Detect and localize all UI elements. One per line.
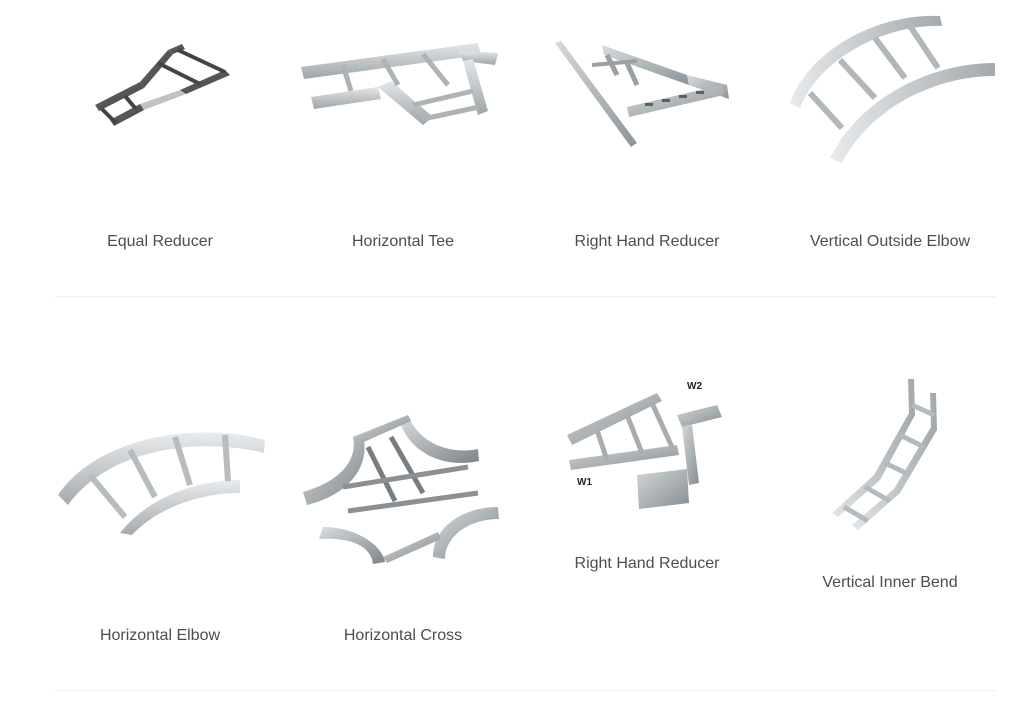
product-name[interactable]: Equal Reducer bbox=[107, 233, 213, 250]
vertical-outside-elbow-icon[interactable] bbox=[770, 8, 1010, 168]
horizontal-elbow-icon[interactable] bbox=[40, 425, 280, 535]
width-label-w1: W1 bbox=[577, 477, 592, 488]
vertical-inner-bend-icon[interactable] bbox=[770, 375, 1010, 535]
row-divider bbox=[55, 296, 995, 297]
product-name[interactable]: Vertical Inner Bend bbox=[822, 574, 958, 591]
horizontal-tee-icon[interactable] bbox=[283, 25, 523, 150]
product-row-2: Horizontal Elbow bbox=[0, 297, 1024, 690]
width-label-w2: W2 bbox=[687, 381, 702, 392]
product-name[interactable]: Horizontal Tee bbox=[352, 233, 454, 250]
right-hand-reducer-w-icon[interactable]: W1 W2 bbox=[527, 375, 767, 515]
product-name[interactable]: Horizontal Elbow bbox=[99, 627, 221, 644]
equal-reducer-icon[interactable] bbox=[40, 30, 280, 140]
row-divider bbox=[55, 690, 995, 691]
product-name[interactable]: Horizontal Cross bbox=[343, 627, 463, 644]
product-name[interactable]: Right Hand Reducer bbox=[574, 233, 720, 250]
horizontal-cross-icon[interactable] bbox=[283, 407, 523, 567]
product-row-1: Equal Reducer bbox=[0, 0, 1024, 296]
right-hand-reducer-icon[interactable] bbox=[527, 25, 767, 150]
product-name[interactable]: Vertical Outside Elbow bbox=[809, 233, 971, 250]
product-name[interactable]: Right Hand Reducer bbox=[574, 555, 720, 572]
